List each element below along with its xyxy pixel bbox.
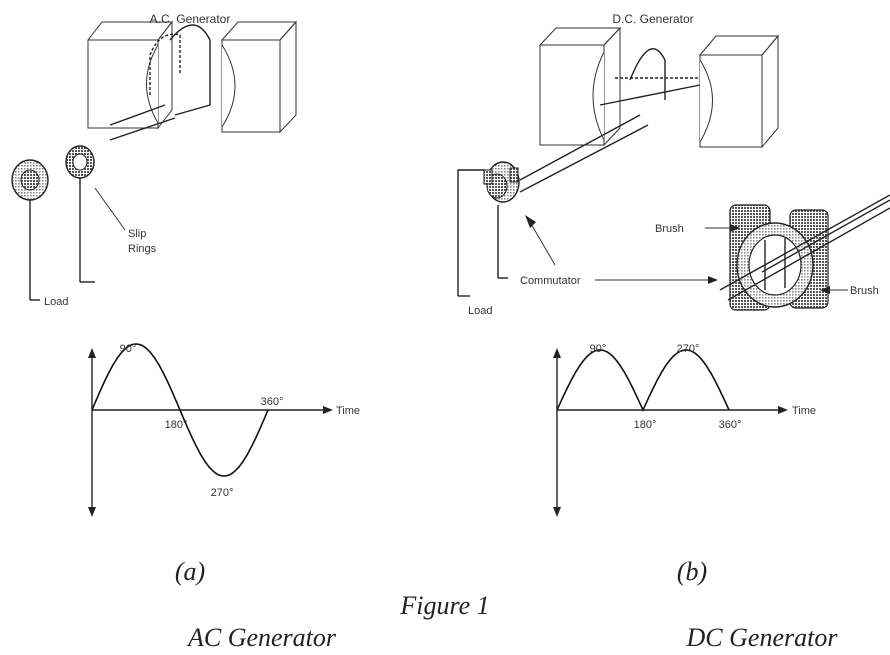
dc-load-wires	[457, 169, 508, 297]
dc-commutator-detail	[719, 194, 890, 311]
ac-title: A.C. Generator	[150, 12, 231, 26]
dc-angle-360: 360°	[719, 419, 742, 431]
ac-sine-wave	[91, 343, 269, 477]
dc-axis-arrow-down	[553, 507, 561, 517]
dc-rectified-wave	[556, 349, 730, 412]
dc-commutator-arrow	[525, 215, 536, 228]
dc-south-label: S	[558, 108, 571, 130]
dc-time-label: Time	[792, 405, 816, 417]
ac-generator-diagram: A.C. Generator S N	[11, 12, 298, 308]
ac-north-magnet: N	[220, 20, 298, 134]
ac-slip-label-1: Slip	[128, 228, 146, 240]
ac-time-arrow	[323, 406, 333, 414]
dc-axis-arrow-up	[553, 348, 561, 358]
dc-commutator-detail-arrow	[708, 276, 718, 284]
dc-angle-90: 90°	[590, 343, 607, 355]
caption-b: (b)	[677, 557, 707, 586]
dc-brush-right-arrow	[820, 286, 830, 294]
ac-axis-arrow-down	[88, 507, 96, 517]
ac-load-wires	[29, 178, 95, 301]
dc-south-magnet: S	[538, 26, 622, 147]
dc-armature-loop	[519, 48, 701, 193]
dc-north-magnet: N	[698, 34, 780, 149]
ac-slip-rings	[11, 145, 95, 201]
ac-load-label: Load	[44, 296, 68, 308]
caption-a: (a)	[175, 557, 205, 586]
ac-slip-label-2: Rings	[128, 243, 157, 255]
dc-brush-right-label: Brush	[850, 285, 879, 297]
dc-generator-diagram: D.C. Generator S N	[457, 12, 890, 317]
ac-south-label: S	[112, 91, 125, 113]
ac-angle-90: 90°	[120, 343, 137, 355]
figure-caption: Figure 1	[399, 591, 489, 620]
ac-north-label: N	[248, 78, 262, 100]
ac-axis-arrow-up	[88, 348, 96, 358]
dc-load-label: Load	[468, 305, 492, 317]
dc-north-label: N	[722, 108, 736, 130]
caption-dc-generator: DC Generator	[686, 623, 839, 652]
dc-time-arrow	[778, 406, 788, 414]
ac-slip-rings-pointer	[94, 187, 126, 231]
ac-armature-loop	[109, 24, 211, 141]
caption-ac-generator: AC Generator	[186, 623, 337, 652]
dc-brush-top-label: Brush	[655, 223, 684, 235]
ac-angle-360: 360°	[261, 396, 284, 408]
dc-brush-top-arrow	[730, 224, 740, 232]
dc-title: D.C. Generator	[612, 12, 693, 26]
dc-commutator-pointer	[529, 221, 556, 266]
dc-waveform-plot: Time 90° 270° 180° 360°	[553, 343, 816, 517]
dc-angle-180: 180°	[634, 419, 657, 431]
dc-commutator-label: Commutator	[520, 275, 581, 287]
ac-angle-270: 270°	[211, 487, 234, 499]
ac-time-label: Time	[336, 405, 360, 417]
ac-angle-180: 180°	[165, 419, 188, 431]
ac-south-magnet: S	[86, 20, 174, 130]
dc-commutator	[483, 161, 520, 203]
dc-angle-270: 270°	[677, 343, 700, 355]
ac-waveform-plot: Time 90° 180° 270° 360°	[88, 343, 360, 517]
